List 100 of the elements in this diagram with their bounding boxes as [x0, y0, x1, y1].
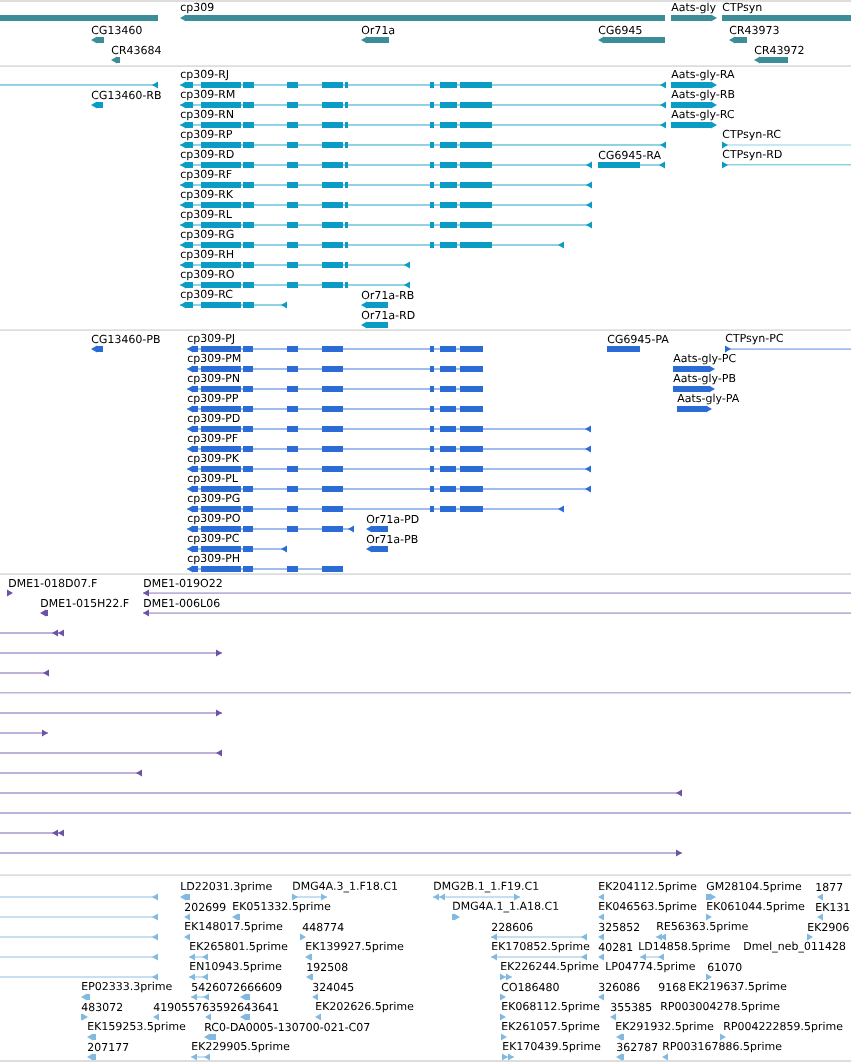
- feature-label: EK068112.5prime: [502, 1001, 600, 1013]
- feature-label: Aats-gly-PB: [673, 373, 736, 385]
- feature-label: cp309-RD: [180, 149, 234, 161]
- feature-label: CTPsyn-RC: [722, 129, 781, 141]
- feature-label: EK219637.5prime: [689, 981, 787, 993]
- feature-label: LD22031.3prime: [181, 881, 272, 893]
- feature-label: cp309: [180, 2, 214, 14]
- feature-label: DMG4A.3_1.F18.C1: [293, 881, 397, 893]
- feature-label: 483072: [81, 1002, 123, 1012]
- feature-label: CG13460: [91, 25, 142, 35]
- feature-label: CG6945-RA: [598, 150, 661, 160]
- feature-label: cp309-PN: [187, 373, 239, 385]
- feature-label: 419055763592643641: [153, 1002, 279, 1012]
- feature-label: 5426072666609: [192, 982, 282, 992]
- feature-label: Aats-gly-RB: [671, 89, 735, 101]
- feature-label: DME1-018D07.F: [9, 578, 97, 588]
- feature-label: LD14858.5prime: [639, 941, 730, 953]
- feature-label: EK131: [816, 902, 850, 912]
- feature-label: CR43972: [754, 45, 804, 55]
- feature-label: EK261057.5prime: [502, 1021, 600, 1033]
- feature-label: CR43684: [111, 45, 161, 55]
- feature-label: cp309-PD: [187, 413, 240, 425]
- feature-label: 207177: [88, 1042, 129, 1052]
- feature-label: cp309-PF: [187, 433, 238, 445]
- feature-label: CG6945-PA: [607, 334, 669, 344]
- feature-label: EP02333.3prime: [82, 981, 172, 993]
- feature-label: 355385: [611, 1002, 652, 1012]
- feature-label: cp309-PL: [187, 473, 238, 485]
- feature-label: cp309-PG: [187, 493, 240, 505]
- feature-label: CG13460-RB: [91, 90, 161, 100]
- feature-label: cp309-RM: [180, 89, 235, 101]
- feature-label: RP003167886.5prime: [663, 1041, 782, 1053]
- feature-label: cp309-RG: [180, 229, 234, 241]
- feature-label: 448774: [302, 922, 344, 932]
- feature-label: Dmel_neb_011428: [744, 941, 846, 953]
- feature-label: RP003004278.5prime: [661, 1001, 780, 1013]
- feature-label: cp309-RP: [180, 129, 233, 141]
- feature-label: cp309-PC: [187, 533, 239, 545]
- feature-label: cp309-RO: [180, 269, 234, 281]
- feature-label: CTPsyn: [722, 2, 762, 14]
- feature-label: CR43973: [729, 25, 779, 35]
- feature-label: Or71a-RD: [361, 310, 415, 320]
- feature-label: DME1-019O22: [144, 578, 222, 588]
- feature-label: EK148017.5prime: [185, 921, 283, 933]
- feature-label: cp309-PK: [187, 453, 240, 465]
- feature-label: DMG2B.1_1.F19.C1: [434, 881, 539, 893]
- feature-label: 326086: [599, 982, 640, 992]
- feature-label: 40281: [598, 942, 633, 952]
- feature-label: DMG4A.1_1.A18.C1: [453, 901, 559, 913]
- feature-label: cp309-PM: [187, 353, 241, 365]
- feature-label: cp309-RF: [180, 169, 232, 181]
- feature-label: cp309-RC: [180, 289, 233, 301]
- feature-label: 324045: [313, 982, 354, 992]
- feature-label: 1877: [816, 882, 843, 892]
- feature-label: EK170439.5prime: [503, 1041, 601, 1053]
- feature-label: cp309-PJ: [187, 333, 234, 345]
- feature-label: EK226244.5prime: [501, 961, 599, 973]
- feature-label: EK139927.5prime: [306, 941, 404, 953]
- feature-label: cp309-RH: [180, 249, 233, 261]
- feature-label: EK202626.5prime: [316, 1001, 414, 1013]
- feature-label: EK265801.5prime: [190, 941, 288, 953]
- feature-label: EK229905.5prime: [192, 1041, 290, 1053]
- feature-label: cp309-RK: [180, 189, 234, 201]
- feature-label: Or71a-PD: [366, 514, 419, 524]
- feature-label: RC0-DA0005-130700-021-C07: [205, 1022, 370, 1032]
- feature-label: 325852: [599, 922, 640, 932]
- feature-label: RP004222859.5prime: [724, 1021, 843, 1033]
- feature-label: Or71a-RB: [361, 290, 414, 300]
- feature-label: CTPsyn-RD: [722, 149, 782, 161]
- feature-label: cp309-PO: [187, 513, 240, 525]
- feature-label: EK2906: [808, 922, 849, 932]
- feature-label: cp309-RL: [180, 209, 232, 221]
- feature-label: DME1-006L06: [144, 598, 220, 608]
- feature-label: CG13460-PB: [91, 334, 160, 344]
- feature-label: 202699: [185, 902, 226, 912]
- feature-label: 192508: [307, 962, 348, 972]
- feature-label: cp309-PH: [187, 553, 239, 565]
- feature-label: Aats-gly-RA: [671, 69, 735, 81]
- feature-label: EK051332.5prime: [233, 901, 331, 913]
- feature-label: 9168: [658, 982, 686, 992]
- feature-label: 61070: [708, 962, 742, 972]
- feature-label: RE56363.5prime: [657, 921, 748, 933]
- feature-label: Aats-gly-PC: [673, 353, 736, 365]
- feature-label: Aats-gly-PA: [677, 393, 740, 405]
- feature-label: CTPsyn-PC: [725, 333, 783, 345]
- feature-label: EK204112.5prime: [599, 881, 697, 893]
- feature-label: Or71a: [361, 25, 395, 35]
- feature-label: 228606: [492, 922, 533, 932]
- feature-label: cp309-PP: [187, 393, 239, 405]
- feature-label: cp309-RJ: [180, 69, 228, 81]
- feature-label: EK159253.5prime: [88, 1021, 186, 1033]
- feature-label: EK291932.5prime: [616, 1021, 714, 1033]
- feature-label: DME1-015H22.F: [41, 598, 129, 608]
- feature-label: LP04774.5prime: [606, 961, 695, 973]
- feature-label: Aats-gly-RC: [671, 109, 734, 121]
- feature-label: EN10943.5prime: [190, 961, 282, 973]
- feature-label: EK061044.5prime: [707, 901, 805, 913]
- feature-label: cp309-RN: [180, 109, 233, 121]
- feature-label: EK170852.5prime: [492, 941, 590, 953]
- feature-label: EK046563.5prime: [599, 901, 697, 913]
